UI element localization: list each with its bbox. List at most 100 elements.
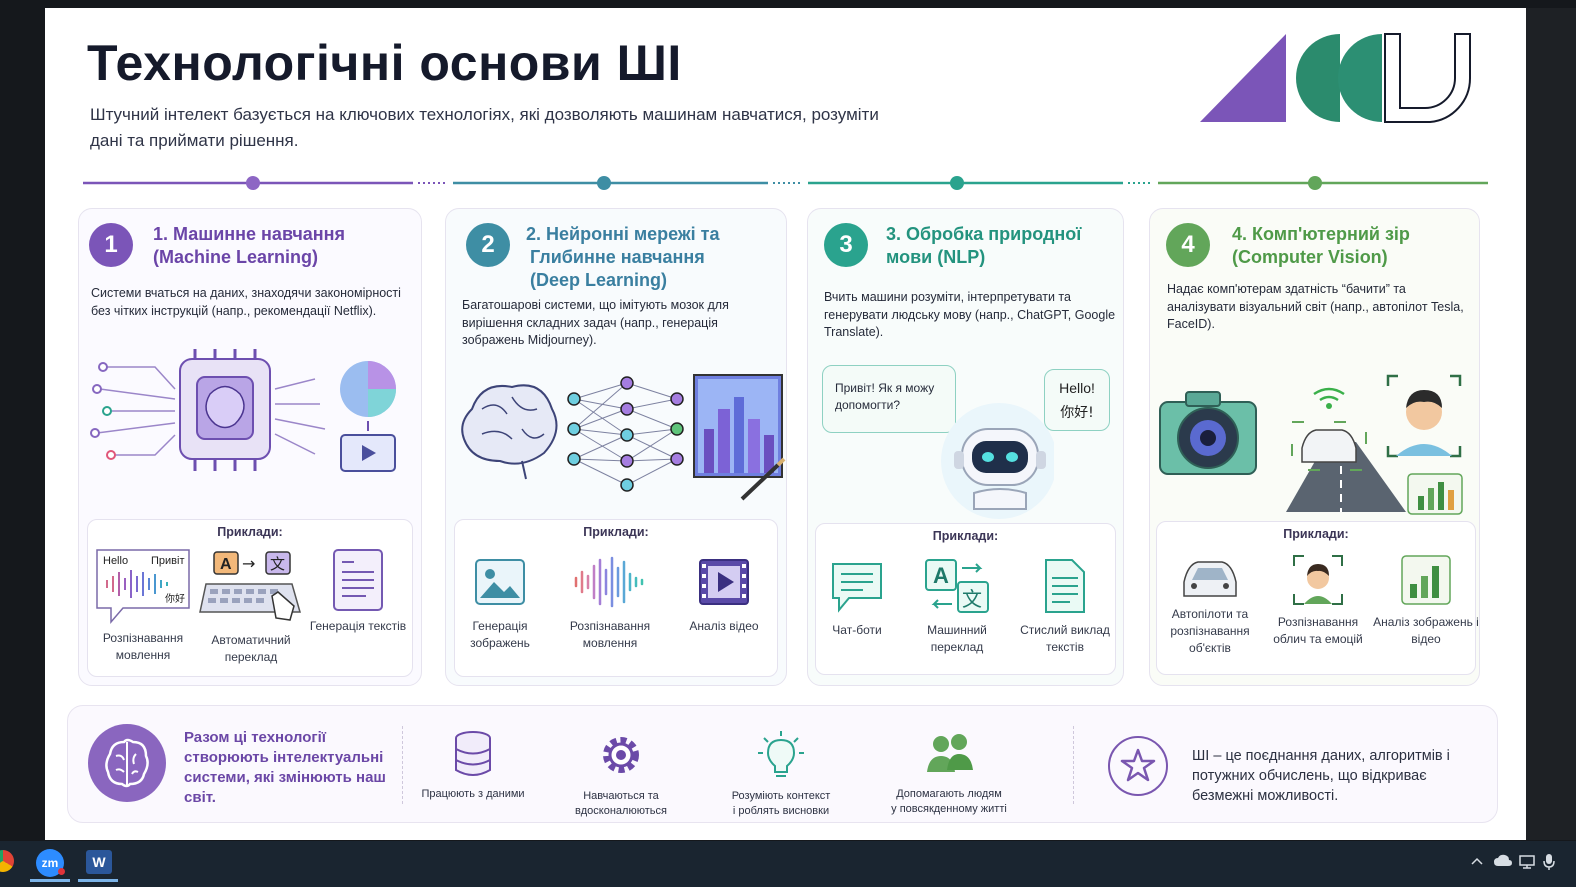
svg-text:你好: 你好	[165, 592, 185, 605]
panel-computer-vision: 4 4. Комп'ютерний зір (Computer Vision) …	[1149, 208, 1480, 686]
example-video-analysis: Аналіз відео	[669, 546, 779, 635]
chrome-icon[interactable]	[0, 850, 14, 872]
examples-box: Приклади: Hello Привіт 你好 Розпізнавання …	[87, 519, 413, 677]
bar-chart-icon	[1407, 473, 1463, 515]
panel-title-line: (Computer Vision)	[1232, 247, 1388, 267]
film-play-icon	[699, 559, 749, 605]
chat-bubble-left: Привіт! Як я можу допомогти?	[822, 365, 956, 433]
chevron-up-icon[interactable]	[1470, 856, 1484, 866]
panel-number-badge: 3	[824, 223, 868, 267]
keyboard-translate-icon: A → 文	[199, 551, 301, 621]
word-icon[interactable]: W	[86, 850, 112, 874]
microphone-icon[interactable]	[1543, 853, 1555, 871]
bubble-text: Hello!	[1059, 380, 1095, 396]
panel-title-line: (Machine Learning)	[153, 247, 319, 267]
example-label: Генерація текстів	[309, 619, 407, 633]
notification-dot	[58, 868, 65, 875]
people-icon	[927, 734, 973, 772]
panel-title-line: 4. Комп'ютерний зір	[1232, 224, 1410, 244]
brain-icon	[461, 384, 558, 480]
panel-description: Надає комп'ютерам здатність “бачити” та …	[1167, 282, 1464, 331]
slide-subtitle: Штучний інтелект базується на ключових т…	[90, 105, 879, 150]
feature-label: Навчаються та вдосконалюються	[546, 789, 696, 819]
document-text-icon	[333, 549, 383, 611]
feature-label-line: Навчаються та	[583, 790, 659, 802]
example-speech-recognition: Hello Привіт 你好 Розпізнавання мовлення	[88, 546, 198, 664]
feature-learning: Навчаються та вдосконалюються	[546, 730, 696, 819]
presentation-slide: Технологічні основи ШІ Штучний інтелект …	[45, 8, 1526, 840]
brain-badge	[88, 724, 166, 802]
feature-label-line: вдосконалюються	[575, 805, 667, 817]
section-timeline	[83, 176, 1488, 190]
feature-label-line: Допомагають людям	[896, 788, 1002, 800]
example-label: Розпізнавання облич та емоцій	[1273, 615, 1363, 646]
chat-bubble-right: Hello! 你好!	[1044, 369, 1110, 431]
speech-bubble-waveform-icon: Hello Привіт 你好	[96, 549, 190, 625]
face-scan-icon	[1386, 374, 1462, 458]
example-label: Генерація зображень	[470, 619, 530, 650]
chat-lines-icon	[832, 563, 882, 613]
example-label: Аналіз зображень і відео	[1373, 615, 1479, 646]
screen-edge	[1526, 8, 1576, 840]
translate-icon: A 文	[925, 559, 989, 613]
example-image-video-analysis: Аналіз зображень і відео	[1371, 548, 1481, 648]
examples-box: Приклади: Автопілоти та розпізнавання об…	[1156, 521, 1479, 675]
example-label: Аналіз відео	[689, 619, 759, 633]
gear-icon	[603, 737, 639, 773]
panel-title: 3. Обробка природної мови (NLP)	[886, 223, 1081, 269]
example-image-generation: Генерація зображень	[445, 546, 555, 652]
face-scan-icon	[1293, 555, 1343, 605]
image-icon	[475, 559, 525, 605]
panel-title: 2. Нейронні мережі та Глибинне навчання …	[526, 223, 720, 292]
car-icon	[1183, 561, 1237, 597]
panel-deep-learning: 2 2. Нейронні мережі та Глибинне навчанн…	[445, 208, 787, 686]
divider	[402, 726, 403, 804]
svg-text:文: 文	[270, 555, 285, 573]
example-text-summary: Стислий виклад текстів	[1010, 550, 1120, 656]
network-icon[interactable]	[1518, 854, 1536, 870]
example-label: Автопілоти та розпізнавання об'єктів	[1170, 607, 1250, 655]
taskbar	[0, 841, 1576, 887]
example-machine-translation: A 文 Машинний переклад	[902, 550, 1012, 656]
summary-footer: Разом ці технології створюють інтелектуа…	[67, 705, 1498, 823]
panel-number-badge: 1	[89, 223, 133, 267]
panel-number-badge: 2	[466, 223, 510, 267]
lightbulb-icon	[758, 731, 804, 777]
zoom-icon[interactable]: zm	[36, 849, 64, 877]
example-label: Автоматичний переклад	[211, 633, 291, 664]
example-speech-recognition-2: Розпізнавання мовлення	[555, 546, 665, 652]
panel-description: Системи вчаться на даних, знаходячи зако…	[91, 286, 401, 318]
active-app-indicator	[78, 879, 118, 882]
examples-heading: Приклади:	[932, 529, 999, 543]
example-label: Розпізнавання мовлення	[102, 631, 184, 662]
panel-title-line: 3. Обробка природної	[886, 224, 1082, 244]
example-label: Чат-боти	[832, 623, 882, 637]
active-app-indicator	[30, 879, 70, 882]
cloud-icon[interactable]	[1493, 854, 1513, 868]
star-badge	[1108, 736, 1168, 796]
feature-label-line: і роблять висновки	[732, 805, 830, 817]
feature-label-line: у повсякденному житті	[891, 803, 1007, 815]
svg-text:→: →	[242, 554, 255, 573]
star-icon	[1120, 748, 1156, 782]
feature-help-people: Допомагають людям у повсякденному житті	[874, 730, 1024, 817]
divider	[1073, 726, 1074, 804]
example-label: Стислий виклад текстів	[1020, 623, 1110, 654]
panel-title-line: Глибинне навчання	[530, 247, 705, 267]
feature-context: Розуміють контекст і роблять висновки	[706, 730, 856, 819]
panel-title-line: мови (NLP)	[886, 247, 986, 267]
example-label: Розпізнавання мовлення	[569, 619, 651, 650]
svg-text:文: 文	[962, 587, 982, 611]
svg-text:A: A	[933, 563, 949, 588]
video-play-icon	[340, 434, 396, 472]
footer-main-text: Разом ці технології створюють інтелектуа…	[184, 729, 386, 806]
examples-box: Приклади: Чат-боти A 文	[815, 523, 1116, 675]
examples-heading: Приклади:	[217, 525, 283, 539]
sound-wave-icon	[574, 556, 644, 608]
panel-description: Багатошарові системи, що імітують мозок …	[462, 298, 729, 347]
dl-illustration	[461, 374, 786, 501]
database-icon	[455, 731, 491, 776]
car-road-icon	[1286, 387, 1406, 512]
svg-text:Привіт: Привіт	[151, 555, 185, 567]
feature-label-line: Розуміють контекст	[731, 790, 831, 802]
